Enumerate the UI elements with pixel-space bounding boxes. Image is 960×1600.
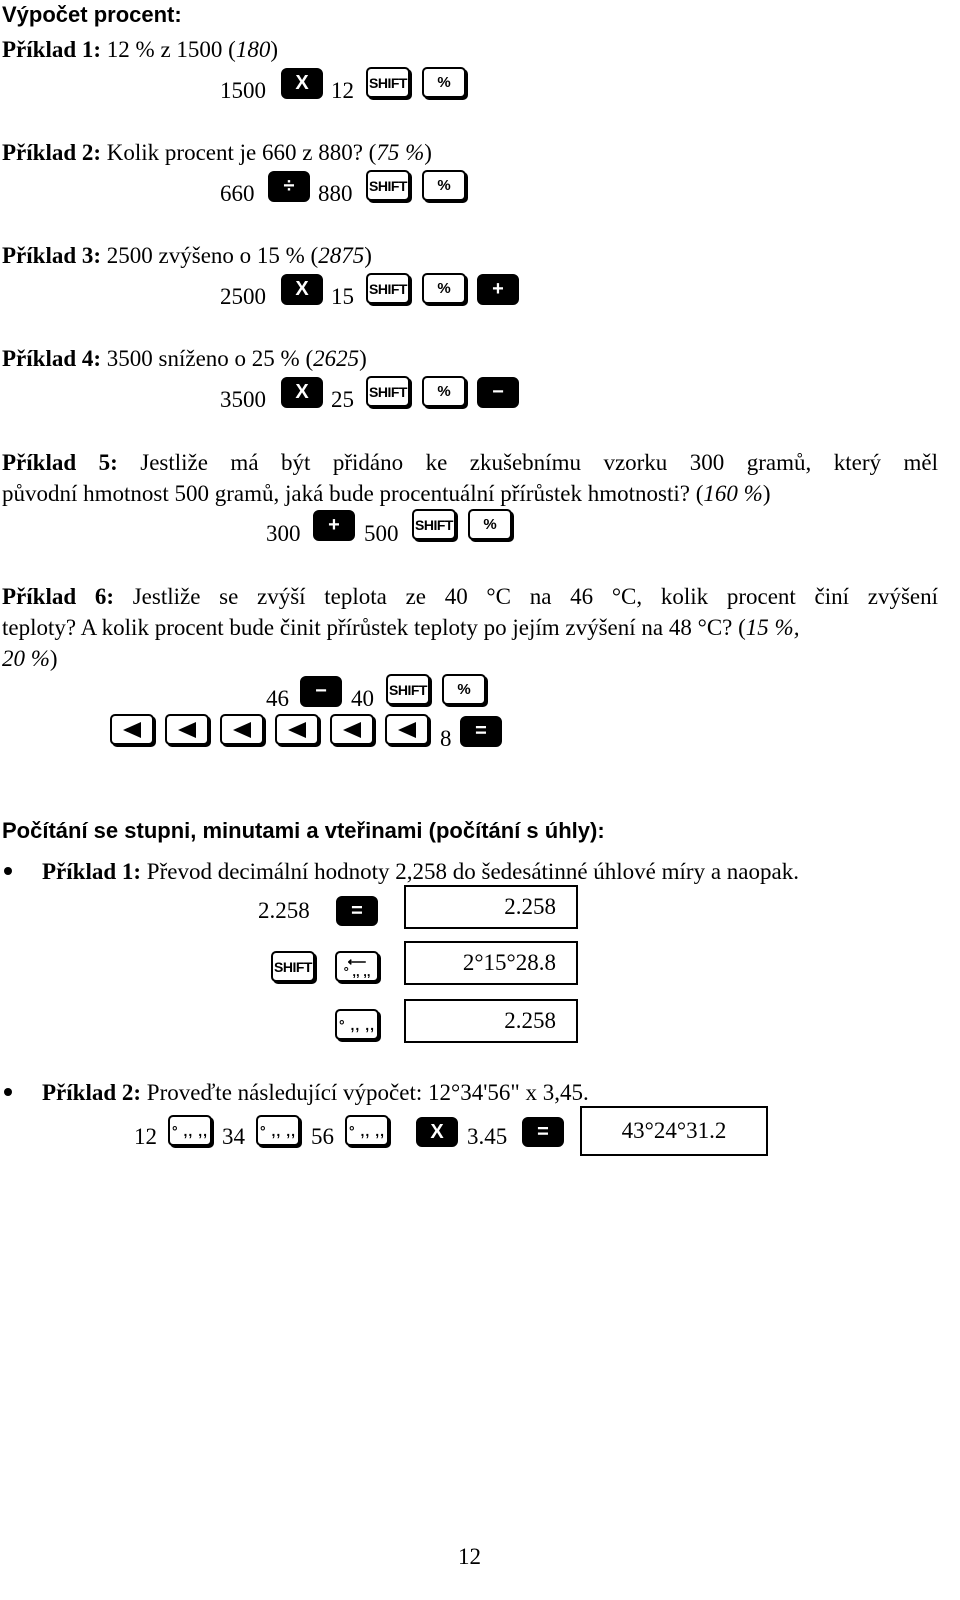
example-1-text: Příklad 1: 12 % z 1500 (180) [2, 37, 278, 62]
operand: 46 [266, 686, 289, 711]
left-arrow-icon [343, 721, 361, 738]
divide-key: ÷ [268, 171, 310, 202]
dms-reverse-key: ⟵° ,, ,, [335, 951, 379, 982]
example-answer: 160 % [703, 481, 763, 506]
example-4-text: Příklad 4: 3500 sníženo o 25 % (2625) [2, 346, 367, 371]
display-result: 2.258 [404, 885, 578, 929]
shift-key: SHIFT [271, 951, 315, 982]
example-label: Příklad 2: [42, 1080, 142, 1105]
section-heading-percent: Výpočet procent: [2, 2, 182, 27]
left-arrow-icon [233, 721, 251, 738]
display-result: 43°24°31.2 [580, 1106, 768, 1156]
multiply-key: X [281, 274, 323, 305]
percent-key: % [422, 273, 466, 304]
example-answer: 180 [235, 37, 271, 62]
bullet [4, 1088, 12, 1096]
display-result: 2°15°28.8 [404, 941, 578, 985]
example-label: Příklad 2: [2, 140, 102, 165]
example-label: Příklad 3: [2, 243, 102, 268]
percent-key: % [422, 67, 466, 98]
operand: 12 [134, 1124, 157, 1149]
percent-key: % [422, 170, 466, 201]
operand: 300 [266, 521, 301, 546]
plus-key: + [313, 510, 355, 541]
example-2-text: Příklad 2: Kolik procent je 660 z 880? (… [2, 140, 432, 165]
operand: 3500 [220, 387, 266, 412]
left-arrow-key [220, 714, 264, 745]
shift-key: SHIFT [412, 509, 456, 540]
plus-key: + [477, 274, 519, 305]
example-label: Příklad 6: [2, 584, 114, 609]
example-6-line2: teploty? A kolik procent bude činit přír… [2, 615, 800, 640]
operand: 15 [331, 284, 354, 309]
left-arrow-icon [398, 721, 416, 738]
multiply-key: X [416, 1117, 458, 1147]
example-answer: 15 %, [745, 615, 800, 640]
example-label: Příklad 1: [42, 859, 142, 884]
example-5-line1: Příklad 5: Jestliže má být přidáno ke zk… [2, 450, 938, 475]
left-arrow-icon [123, 721, 141, 738]
example-label: Příklad 4: [2, 346, 102, 371]
example-6-line3: 20 %) [2, 646, 58, 671]
example-5-line2: původní hmotnost 500 gramů, jaká bude pr… [2, 481, 771, 506]
example-label: Příklad 1: [2, 37, 102, 62]
multiply-key: X [281, 377, 323, 408]
angles-example-2-text: Příklad 2: Proveďte následující výpočet:… [42, 1080, 589, 1105]
page-number: 12 [458, 1544, 481, 1569]
dms-key: ° ,, ,, [335, 1009, 379, 1040]
operand: 8 [440, 726, 452, 751]
section-heading-angles: Počítání se stupni, minutami a vteřinami… [2, 818, 605, 843]
left-arrow-key [165, 714, 209, 745]
example-3-text: Příklad 3: 2500 zvýšeno o 15 % (2875) [2, 243, 372, 268]
left-arrow-key [275, 714, 319, 745]
minus-key: − [300, 676, 342, 707]
dms-key: ° ,, ,, [345, 1115, 389, 1146]
percent-key: % [468, 509, 512, 540]
operand: 1500 [220, 78, 266, 103]
left-arrow-key [385, 714, 429, 745]
operand: 2500 [220, 284, 266, 309]
example-answer: 2625 [313, 346, 360, 371]
operand: 12 [331, 78, 354, 103]
shift-key: SHIFT [386, 674, 430, 705]
shift-key: SHIFT [366, 273, 410, 304]
operand: 500 [364, 521, 399, 546]
shift-key: SHIFT [366, 67, 410, 98]
left-arrow-icon [288, 721, 306, 738]
operand: 3.45 [467, 1124, 508, 1149]
angles-example-1-text: Příklad 1: Převod decimální hodnoty 2,25… [42, 859, 799, 884]
example-answer: 2875 [318, 243, 365, 268]
example-6-line1: Příklad 6: Jestliže se zvýší teplota ze … [2, 584, 938, 609]
shift-key: SHIFT [366, 376, 410, 407]
left-arrow-icon [178, 721, 196, 738]
equals-key: = [336, 896, 378, 926]
operand: 40 [351, 686, 374, 711]
multiply-key: X [281, 68, 323, 99]
shift-key: SHIFT [366, 170, 410, 201]
dms-reverse-icon: ⟵° ,, ,, [343, 953, 371, 979]
operand: 2.258 [258, 898, 310, 923]
equals-key: = [522, 1117, 564, 1147]
operand: 34 [222, 1124, 245, 1149]
dms-key: ° ,, ,, [168, 1115, 212, 1146]
percent-key: % [422, 376, 466, 407]
operand: 660 [220, 181, 255, 206]
example-answer: 75 % [376, 140, 425, 165]
percent-key: % [442, 674, 486, 705]
operand: 880 [318, 181, 353, 206]
operand: 56 [311, 1124, 334, 1149]
minus-key: − [477, 377, 519, 408]
dms-key: ° ,, ,, [256, 1115, 300, 1146]
example-label: Příklad 5: [2, 450, 118, 475]
left-arrow-key [110, 714, 154, 745]
display-result: 2.258 [404, 999, 578, 1043]
example-answer: 20 % [2, 646, 50, 671]
left-arrow-key [330, 714, 374, 745]
equals-key: = [460, 716, 502, 747]
bullet [4, 867, 12, 875]
operand: 25 [331, 387, 354, 412]
